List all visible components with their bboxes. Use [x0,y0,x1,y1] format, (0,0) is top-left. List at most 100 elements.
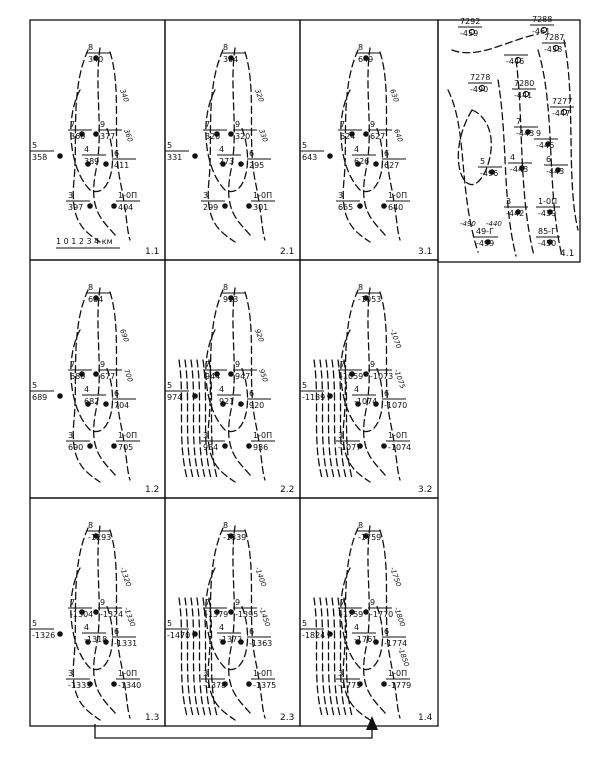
well-number: 5 [302,141,307,150]
well-marker [355,401,361,407]
well: 85-Г-450 [536,227,560,248]
well-value: -1304 [70,610,93,619]
contour-line [313,359,323,479]
well: 1-0П-1375 [246,669,276,690]
contour-line [205,89,249,193]
well-value: -496 [480,169,498,178]
well-number: 6 [114,627,119,636]
well-marker [349,609,355,615]
well: 1-0П-1779 [381,669,411,690]
contour-label: 360 [122,128,134,144]
well-value: 655 [338,203,353,212]
contour-line [447,89,479,253]
well: 3-442 [504,197,528,218]
well-value: -1326 [32,631,55,640]
well-marker [514,56,522,64]
well-value: -1759 [340,610,363,619]
well-number: 8 [223,283,228,292]
well-number: 9 [536,129,541,138]
well: 5-1824 [300,619,333,640]
well-value: -1375 [253,681,276,690]
well-marker [349,131,355,137]
contour-label: -440 [486,220,502,228]
contour-line [184,597,194,717]
contour-line [184,359,194,479]
well-value: -1340 [118,681,141,690]
contour-line [451,33,539,54]
well-marker [111,203,117,209]
well-number: 6 [546,155,551,164]
contour-line [340,567,384,671]
contour-line [563,39,579,231]
contour-line [331,597,341,717]
panel-2-1: 83047320932053314273629532991-0П30132033… [164,19,301,261]
well: 1-0П-439 [536,197,560,218]
well-marker [555,167,561,173]
well-marker [373,639,379,645]
well-marker [327,393,333,399]
well-number: 3 [68,191,73,200]
contour-label: -1400 [253,566,268,588]
well-number: 1-0П [253,191,272,200]
well-value: 377 [100,132,115,141]
well-value: 627 [370,132,385,141]
well-marker [220,639,226,645]
well-number: 7 [340,120,345,129]
panel-label: 2.3 [280,713,294,723]
contour-label: 950 [257,368,269,384]
well-number: 3 [68,431,73,440]
contour-line [202,597,212,717]
well-marker [355,161,361,167]
contour-line [343,597,353,717]
well: 5-1139 [300,381,333,402]
well-value: -1761 [354,635,377,644]
well-number: 1-0П [388,191,407,200]
well-value: -1053 [358,295,381,304]
contour-line [228,287,252,477]
well: 4-1372 [217,623,242,645]
well-number: 3 [203,431,208,440]
well-marker [363,295,369,301]
well-marker [111,681,117,687]
well-number: 3 [68,669,73,678]
well-number: 3 [338,431,343,440]
well-number: 5 [480,157,485,166]
well-value: -1333 [68,681,91,690]
well-number: 9 [100,120,105,129]
well-number: 6 [384,389,389,398]
well: 9-1073 [363,360,393,381]
well-number: 1-0П [388,669,407,678]
well-number: 8 [88,521,93,530]
contour-line [190,359,200,479]
well-value: -1070 [384,401,407,410]
well-number: 4 [219,145,224,154]
well-number: 5 [32,141,37,150]
contour-line [457,109,492,186]
contour-line [93,47,117,237]
contour-label: 640 [392,128,404,144]
well-value: 626 [354,157,369,166]
contour-line [228,525,252,715]
well-marker [363,371,369,377]
well-marker [222,681,228,687]
well-marker [485,239,491,245]
well-value: -1773 [338,681,361,690]
panel-1-3: 8-12937-13049-13245-13264-13186-13313-13… [29,497,166,727]
well-number: 1-0П [118,431,137,440]
well-marker [363,55,369,61]
contour-line [72,49,101,243]
well-number: 7 [205,360,210,369]
well-value: -459 [460,29,478,38]
contour-label: 340 [118,88,130,104]
panel-label: 3.2 [418,485,432,495]
well-number: 1-0П [118,191,137,200]
well-number: 6 [249,627,254,636]
well-number: 7 [205,598,210,607]
panel-label: 1.3 [145,713,159,723]
well-number: 4 [219,623,224,632]
